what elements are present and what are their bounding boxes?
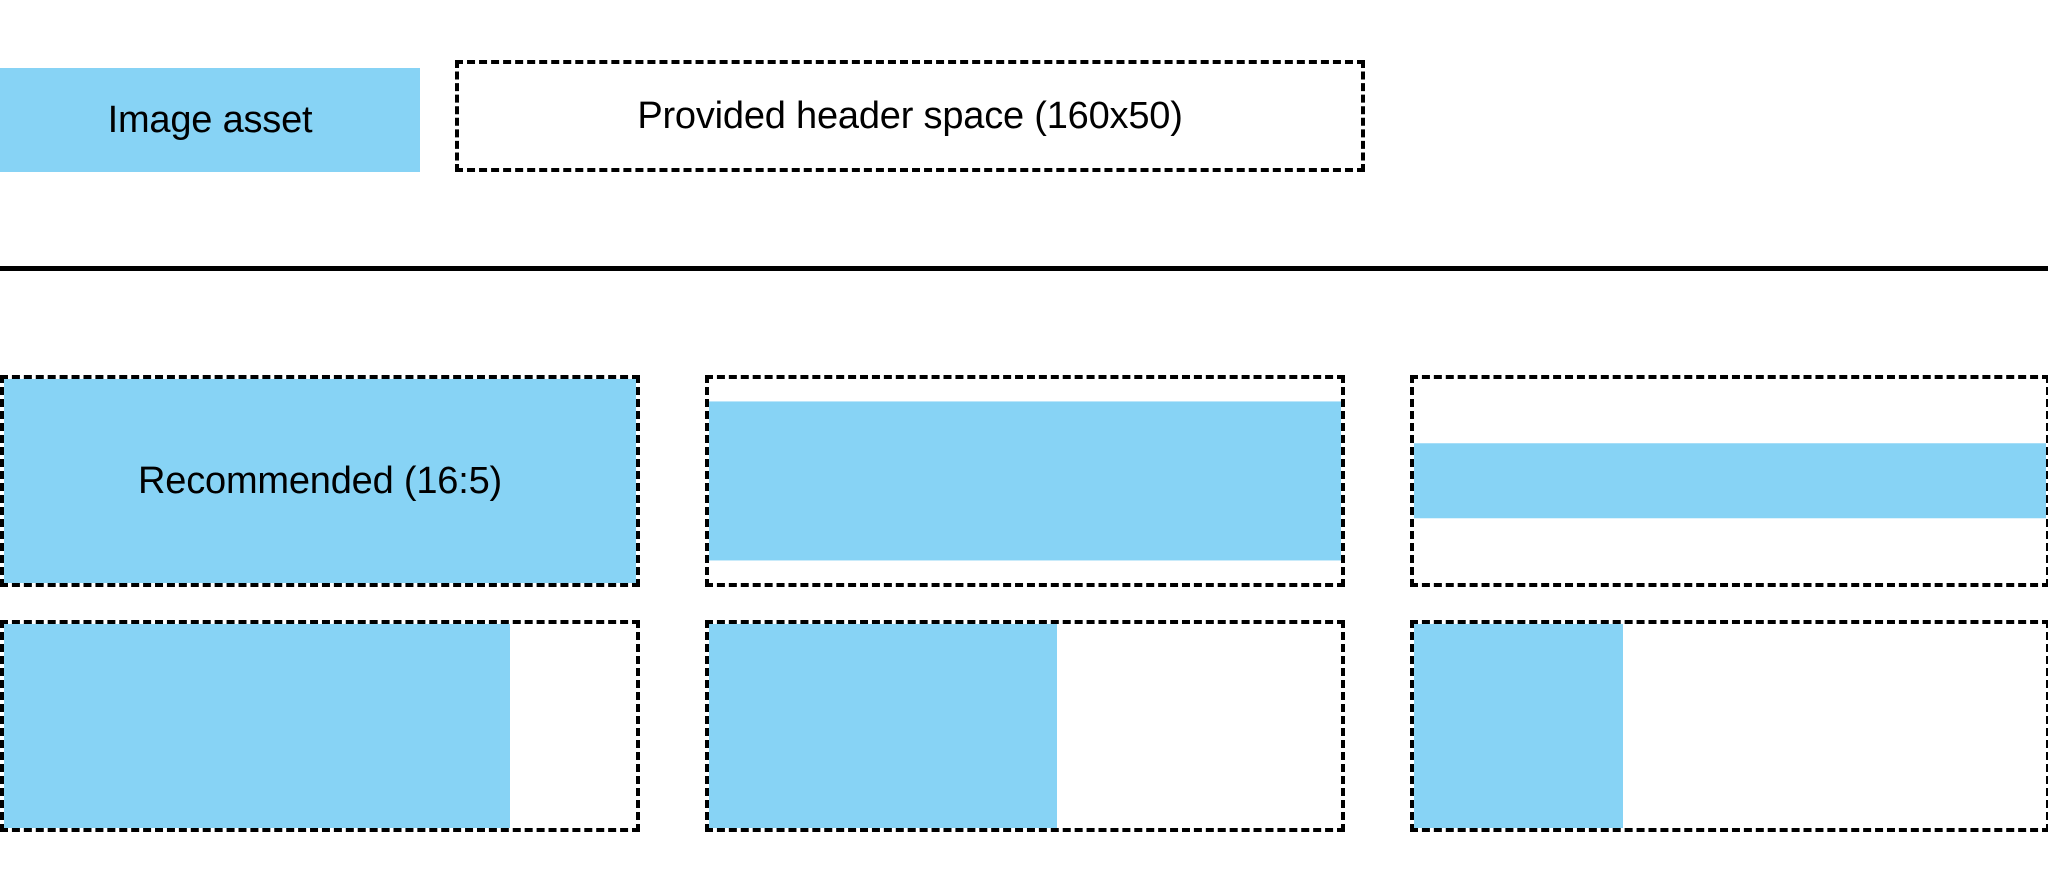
asset-fill xyxy=(1414,624,1623,828)
asset-fill xyxy=(4,379,636,583)
asset-fill xyxy=(4,624,510,828)
example-cell-r2c1 xyxy=(0,620,640,832)
example-cell-r1c2 xyxy=(705,375,1345,587)
section-divider xyxy=(0,266,2048,271)
example-cell-r2c2 xyxy=(705,620,1345,832)
example-grid: Recommended (16:5) xyxy=(0,375,2048,835)
legend-header-space-label: Provided header space (160x50) xyxy=(637,95,1183,137)
asset-fill xyxy=(1414,443,2046,519)
example-cell-r2c3 xyxy=(1410,620,2048,832)
legend-image-asset-swatch: Image asset xyxy=(0,68,420,172)
asset-fill xyxy=(709,401,1341,561)
asset-fill xyxy=(709,624,1057,828)
legend-header-space-box: Provided header space (160x50) xyxy=(455,60,1365,172)
example-cell-r1c3 xyxy=(1410,375,2048,587)
example-cell-recommended-label: Recommended (16:5) xyxy=(138,460,502,502)
example-cell-recommended: Recommended (16:5) xyxy=(0,375,640,587)
legend-image-asset-label: Image asset xyxy=(107,99,313,141)
